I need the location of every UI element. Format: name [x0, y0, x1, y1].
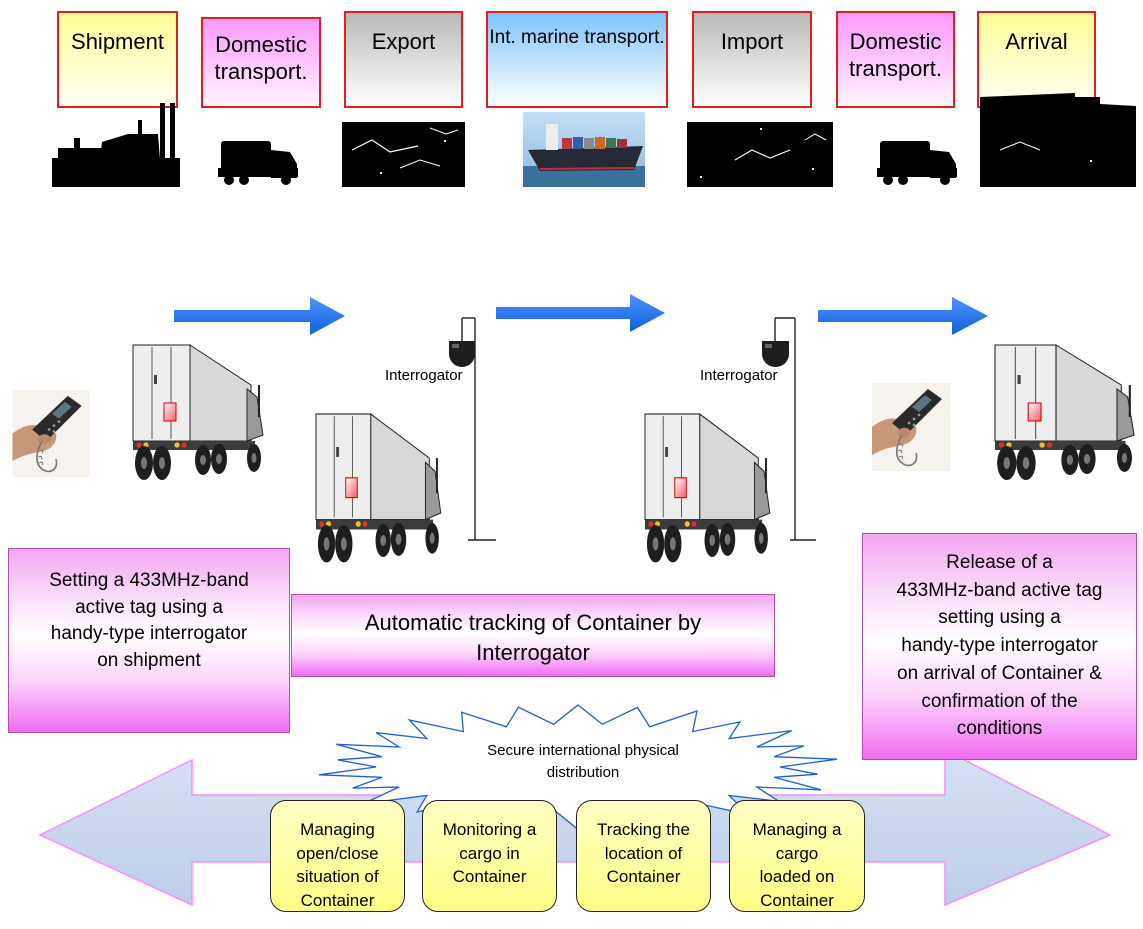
- function-line: Monitoring a: [442, 820, 537, 839]
- flow-arrow-1: [174, 297, 345, 335]
- stage-label: Import: [720, 29, 784, 54]
- function-line: Container: [452, 867, 527, 886]
- handheld-interrogator-photo: [12, 390, 90, 477]
- stage-label: Export: [371, 29, 436, 54]
- interrogator-reader-highlight: [765, 344, 772, 348]
- note-line: Setting a 433MHz-band: [49, 570, 249, 591]
- function-line: loaded on: [759, 867, 835, 886]
- note-line: conditions: [956, 718, 1043, 740]
- function-line: Container: [300, 890, 375, 910]
- stage-label: Arrival: [1005, 29, 1068, 54]
- note-line: handy-type interrogator: [50, 623, 248, 645]
- flow-arrow-3: [818, 297, 988, 335]
- stage-label: Shipment: [71, 29, 164, 54]
- interrogator-label: Interrogator: [385, 367, 463, 384]
- stage-label: Domestic transport.: [214, 32, 308, 84]
- interrogator-pole-1: [461, 317, 496, 541]
- interrogator-reader-highlight: [452, 344, 459, 348]
- stage-int-marine-transport: Int. marine transport.: [486, 11, 668, 108]
- note-line: Automatic tracking of Container by: [364, 610, 702, 635]
- function-box-open-close: Managing open/close situation of Contain…: [270, 800, 405, 912]
- function-line: Container: [606, 867, 681, 886]
- note-line: confirmation of the: [921, 690, 1078, 712]
- note-arrival-release: Release of a 433MHz-band active tag sett…: [862, 533, 1137, 760]
- stage-label: Domestic transport.: [849, 29, 942, 81]
- interrogator-label: Interrogator: [700, 367, 778, 384]
- note-line: active tag using a: [75, 596, 223, 618]
- container-truck-import: [643, 412, 771, 564]
- stage-domestic-transport: Domestic transport.: [201, 17, 321, 108]
- function-line: location of: [604, 843, 683, 863]
- container-truck-export: [314, 412, 442, 564]
- function-line: Container: [760, 890, 834, 910]
- function-line: situation of: [296, 867, 379, 886]
- container-truck-shipment: [132, 344, 264, 481]
- note-line: on arrival of Container &: [897, 662, 1102, 684]
- note-line: handy-type interrogator: [901, 635, 1098, 657]
- note-shipment-setting: Setting a 433MHz-band active tag using a…: [8, 548, 290, 733]
- interrogator-pole-2: [774, 317, 816, 541]
- handheld-interrogator-photo: [872, 383, 950, 471]
- function-line: cargo in: [459, 843, 520, 863]
- function-line: Tracking the: [597, 820, 690, 839]
- note-automatic-tracking: Automatic tracking of Container by Inter…: [291, 594, 775, 677]
- flow-arrow-2: [496, 294, 665, 332]
- function-line: cargo: [775, 843, 819, 863]
- starburst-line: Secure international physical: [487, 742, 679, 759]
- stage-export: Export: [344, 11, 463, 108]
- note-line: setting using a: [938, 607, 1061, 629]
- function-line: Managing a: [752, 820, 842, 839]
- stage-shipment: Shipment: [57, 11, 178, 108]
- function-line: open/close: [296, 843, 379, 863]
- stage-import: Import: [692, 11, 812, 108]
- container-truck-arrival: [993, 343, 1136, 482]
- starburst-label: Secure international physical distributi…: [430, 740, 736, 784]
- note-line: Release of a: [946, 552, 1053, 573]
- stage-domestic-transport: Domestic transport.: [836, 11, 955, 108]
- note-line: on shipment: [97, 650, 201, 672]
- note-line: Interrogator: [476, 640, 590, 665]
- function-box-monitoring: Monitoring a cargo in Container: [422, 800, 557, 912]
- function-line: Managing: [300, 820, 375, 839]
- note-line: 433MHz-band active tag: [896, 579, 1103, 601]
- function-box-loaded-cargo: Managing a cargo loaded on Container: [729, 800, 865, 912]
- function-box-tracking: Tracking the location of Container: [576, 800, 711, 912]
- stage-label: Int. marine transport.: [489, 27, 665, 48]
- stage-arrival: Arrival: [977, 11, 1096, 108]
- starburst-line: distribution: [546, 764, 620, 781]
